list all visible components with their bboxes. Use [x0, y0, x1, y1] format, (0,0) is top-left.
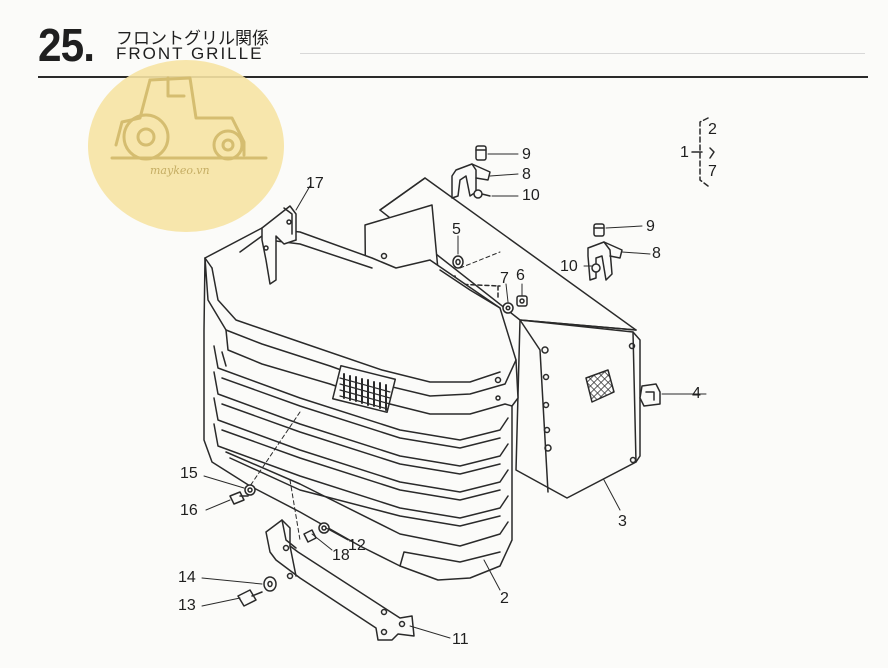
bolt-part-13	[237, 589, 263, 607]
header-rule	[38, 76, 868, 78]
nut-part-6	[516, 295, 528, 307]
washer-part-14	[263, 576, 277, 592]
hinge-bracket-upper	[451, 145, 491, 199]
callout-9-lower: 9	[646, 218, 655, 235]
watermark-logo	[88, 60, 284, 232]
callout-5: 5	[452, 221, 461, 238]
callout-9-upper: 9	[522, 146, 531, 163]
callout-13: 13	[178, 597, 196, 614]
washer-part-12	[318, 522, 330, 534]
grommet-part-5	[452, 255, 464, 269]
callout-8-lower: 8	[652, 245, 661, 262]
callout-18: 18	[332, 547, 350, 564]
leader-lines	[201, 153, 707, 639]
assembly-child-last: 7	[708, 163, 717, 180]
callout-10-lower: 10	[560, 258, 578, 275]
callout-10-upper: 10	[522, 187, 540, 204]
front-grille-part-2	[203, 227, 519, 581]
title-english: FRONT GRILLE	[116, 44, 264, 63]
callout-6: 6	[516, 267, 525, 284]
section-number: 25.	[38, 19, 95, 71]
faint-rule	[300, 53, 865, 54]
title-japanese: フロントグリル関係	[116, 29, 269, 49]
callout-14: 14	[178, 569, 196, 586]
callout-16: 16	[180, 502, 198, 519]
callout-3: 3	[618, 513, 627, 530]
watermark-text: maykeo.vn	[150, 164, 210, 177]
callout-15: 15	[180, 465, 198, 482]
callout-4: 4	[692, 385, 701, 402]
callout-17: 17	[306, 175, 324, 192]
clip-part-4	[639, 383, 661, 407]
bottom-bracket-part-11	[265, 519, 415, 641]
assembly-group-bracket	[691, 117, 715, 187]
assembly-child-first: 2	[708, 121, 717, 138]
bolt-part-18	[303, 529, 317, 543]
side-panel-part-3	[379, 177, 641, 499]
upper-bracket-part-17	[261, 205, 297, 285]
assembly-parent-label: 1	[680, 144, 689, 161]
callout-2: 2	[500, 590, 509, 607]
bolt-part-16	[229, 491, 249, 505]
hinge-bracket-lower	[587, 223, 623, 281]
callout-8-upper: 8	[522, 166, 531, 183]
washer-part-7	[502, 302, 514, 314]
callout-7: 7	[500, 270, 509, 287]
washer-part-15	[244, 484, 256, 496]
callout-11: 11	[452, 631, 469, 648]
callout-12: 12	[348, 537, 366, 554]
